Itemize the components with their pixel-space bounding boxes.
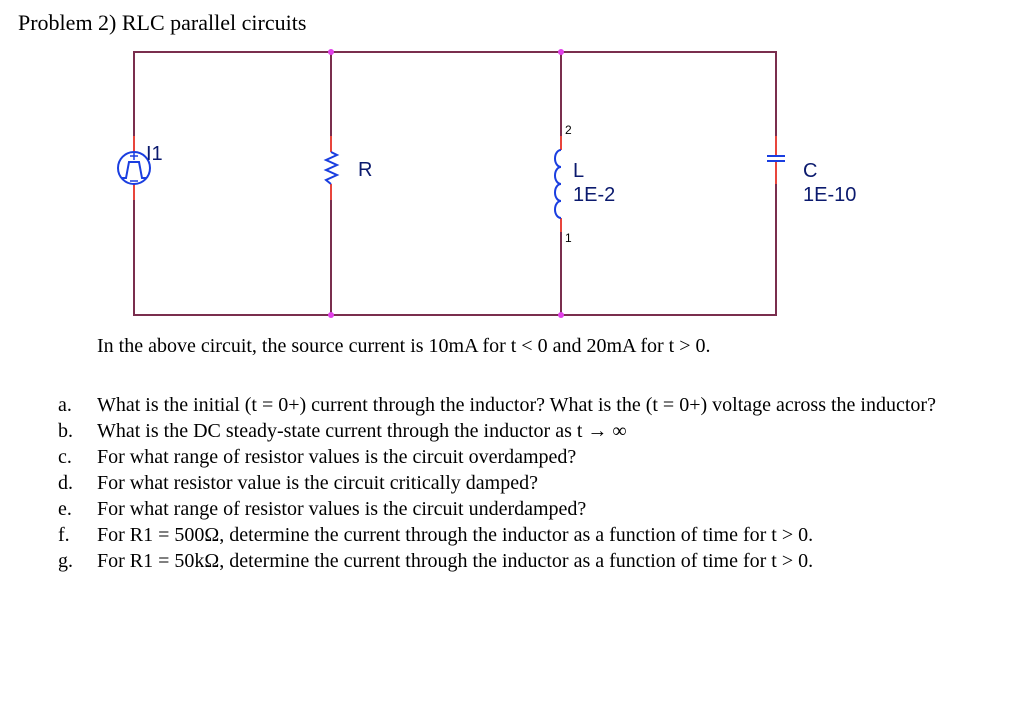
problem-statement: In the above circuit, the source current…: [97, 335, 711, 357]
question-text: For what range of resistor values is the…: [97, 498, 587, 520]
question-text: What is the DC steady-state current thro…: [97, 420, 627, 442]
question-letter: a.: [58, 394, 72, 416]
source-label: I1: [146, 143, 163, 165]
question-letter: g.: [58, 550, 73, 572]
question-b: b. What is the DC steady-state current th…: [58, 419, 968, 443]
capacitor-icon: [767, 155, 785, 162]
capacitor-value: 1E-10: [803, 184, 856, 206]
rlc-circuit-diagram: I1 R 2 1 L 1E-2 C 1E-10: [117, 49, 856, 318]
question-c: c. For what range of resistor values is t…: [58, 445, 968, 469]
wires: [133, 51, 777, 316]
capacitor-label: C: [803, 160, 817, 182]
pulse-current-source-icon: [117, 151, 151, 185]
question-letter: c.: [58, 446, 72, 468]
problem-title: Problem 2) RLC parallel circuits: [18, 10, 307, 35]
question-text: For what range of resistor values is the…: [97, 446, 577, 468]
question-a: a. What is the initial (t = 0+) current t…: [58, 393, 968, 417]
question-letter: e.: [58, 498, 72, 520]
question-list: a. What is the initial (t = 0+) current t…: [58, 393, 968, 575]
resistor-icon: [323, 151, 340, 185]
pin-stubs: [133, 136, 777, 232]
question-letter: f.: [58, 524, 70, 546]
question-f: f. For R1 = 500Ω, determine the current t…: [58, 523, 968, 547]
inductor-icon: [554, 149, 562, 219]
resistor-label: R: [358, 159, 372, 181]
question-text: For R1 = 50kΩ, determine the current thr…: [97, 550, 814, 572]
question-text: What is the initial (t = 0+) current thr…: [97, 394, 936, 416]
inductor-label: L: [573, 160, 584, 182]
inductor-pin-2: 2: [565, 123, 572, 137]
inductor-value: 1E-2: [573, 184, 615, 206]
question-text: For R1 = 500Ω, determine the current thr…: [97, 524, 814, 546]
inductor-pin-1: 1: [565, 231, 572, 245]
junction-dots: [328, 49, 564, 318]
question-letter: b.: [58, 420, 73, 442]
question-e: e. For what range of resistor values is t…: [58, 497, 968, 521]
question-text: For what resistor value is the circuit c…: [97, 472, 538, 494]
question-g: g. For R1 = 50kΩ, determine the current t…: [58, 549, 968, 573]
question-d: d. For what resistor value is the circuit…: [58, 471, 968, 495]
question-letter: d.: [58, 472, 73, 494]
